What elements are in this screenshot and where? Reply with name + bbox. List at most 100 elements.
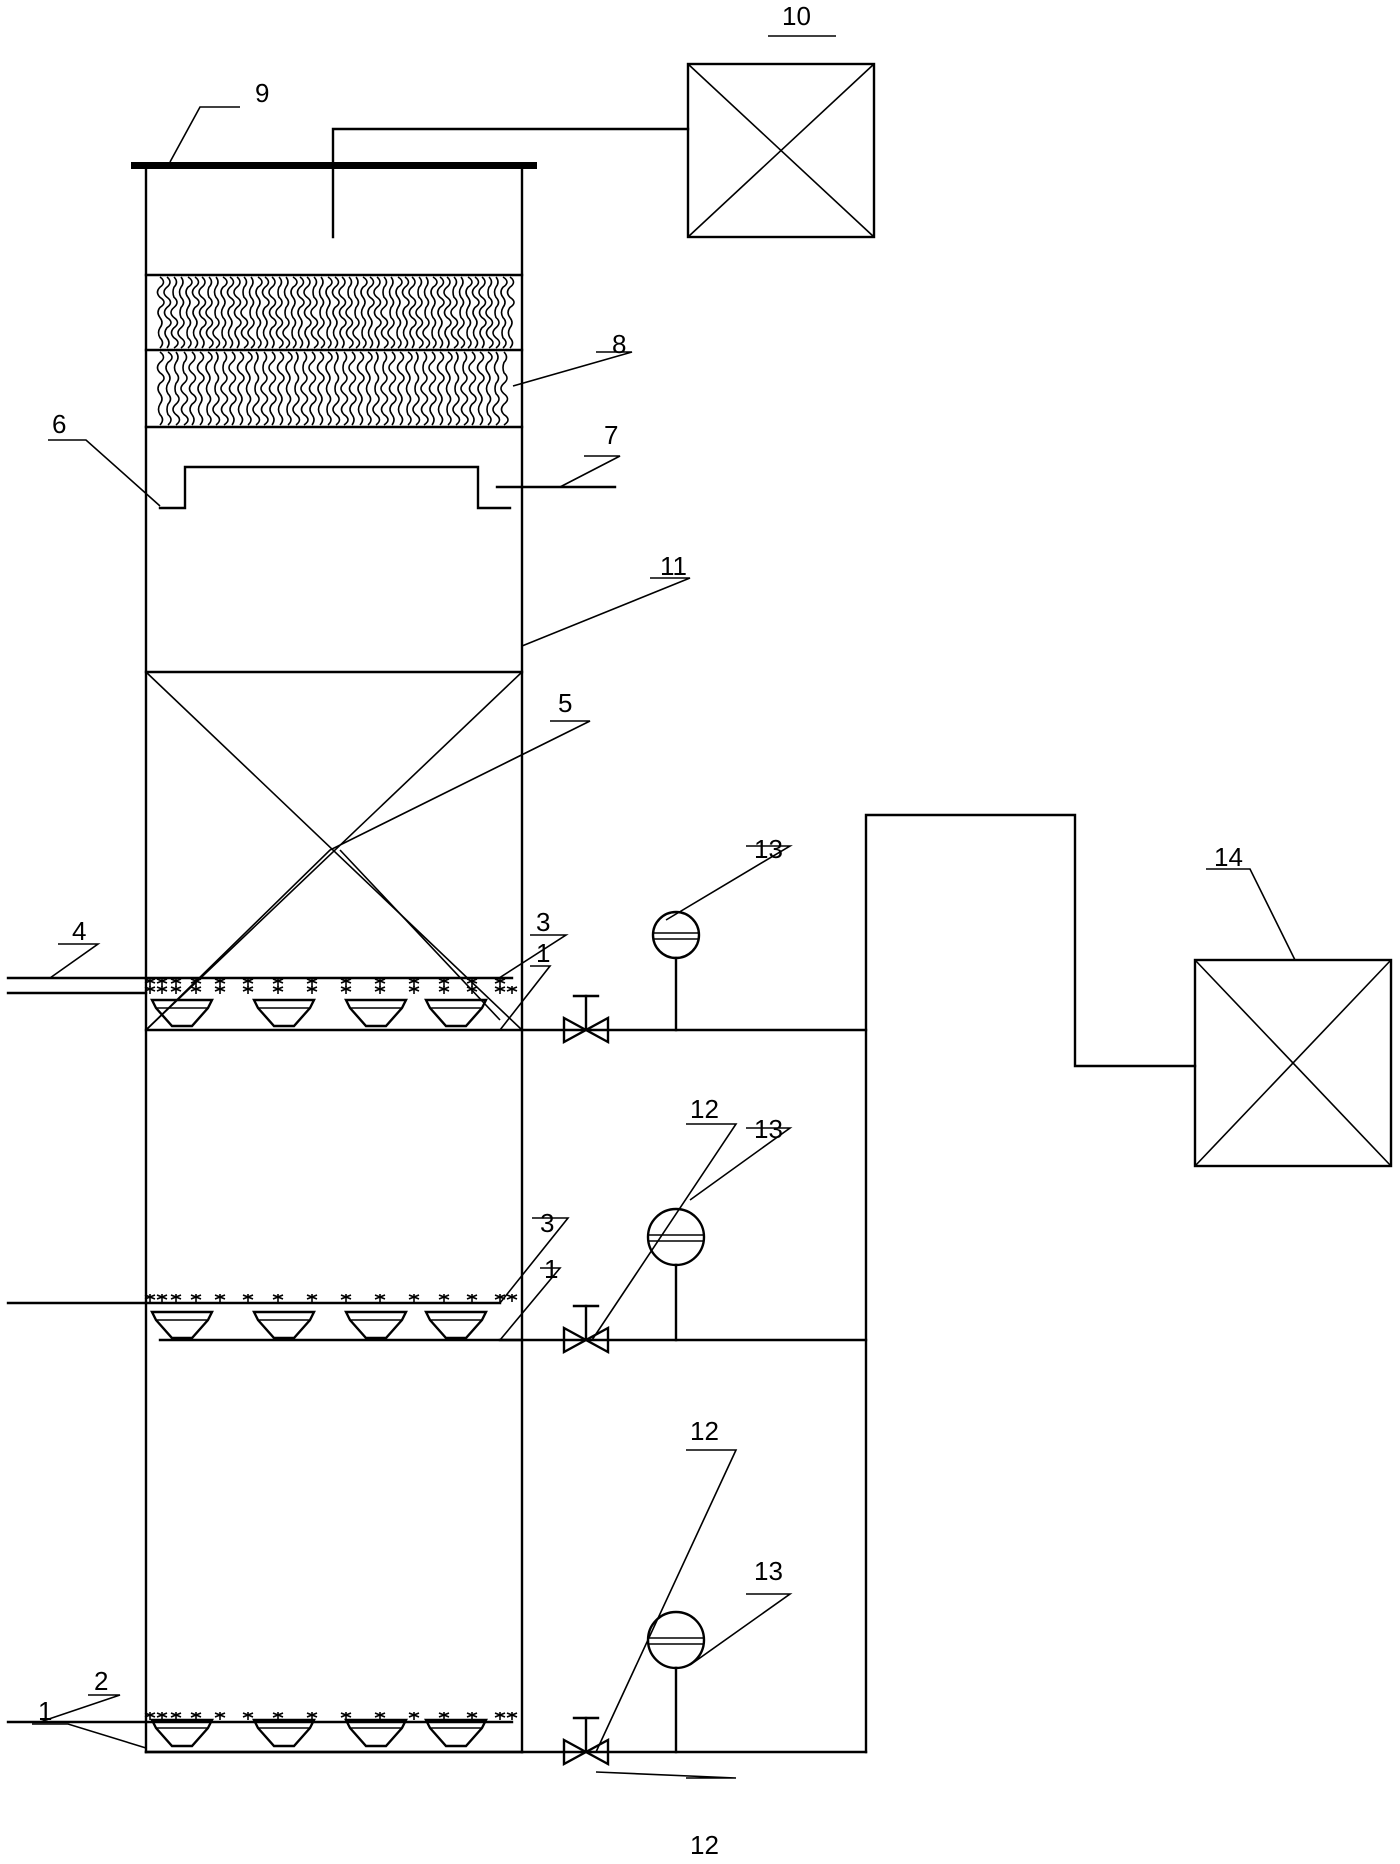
demister-wave [220,351,229,426]
packing-bed [144,670,524,1031]
demister-wave [188,351,197,426]
demister-wave [506,276,515,349]
demister-wave [443,276,452,349]
label-12-bot: 12 [690,1830,719,1860]
demister-wave [388,351,397,426]
demister-wave [460,351,469,426]
spray-nozzle-jet [438,1294,450,1300]
demister-wave [345,276,354,349]
spray-nozzle-jet [242,1294,254,1300]
label-4: 4 [72,916,86,946]
valve [562,1325,610,1355]
unit-14-box [1193,958,1393,1168]
demister-wave [317,276,326,349]
spray-nozzle-jet [144,1712,156,1718]
label-1-bot: 1 [38,1696,52,1726]
demister-wave [177,276,186,349]
spray-nozzle-jet [190,1712,202,1718]
spray-nozzle-jet [408,1294,420,1300]
demister-wave [380,276,389,349]
demister-wave [245,351,253,426]
demister-wave [212,276,221,349]
spray-nozzle-jet [156,1294,168,1300]
label-1-mid: 1 [544,1254,558,1284]
label-9: 9 [255,78,269,108]
labels: 9 10 8 6 7 11 5 13 14 4 3 1 12 13 3 1 12… [38,1,1243,1860]
spray-nozzle-jet [242,986,254,992]
label-1-top: 1 [536,938,550,968]
collector-tray [158,465,512,510]
demister-wave [408,276,417,349]
demister-wave [395,276,403,349]
bubble-cap [424,998,488,1028]
spray-nozzle-jet [466,986,478,992]
demister-wave [366,276,375,349]
bubble-cap [344,1310,408,1340]
demister-wave [156,351,165,426]
demister-wave [316,351,325,426]
bubble-cap [344,998,408,1028]
label-14: 14 [1214,842,1243,872]
label-7: 7 [604,420,618,450]
demister-wave [452,351,461,426]
label-3-top: 3 [536,907,550,937]
spray-nozzle-jet [494,978,506,984]
demister-wave [422,276,431,349]
demister-wave [380,351,389,426]
demister-wave [276,351,285,426]
label-12-top: 12 [690,1094,719,1124]
spray-nozzle-jet [494,986,506,992]
bubble-cap [150,1718,214,1748]
demister-wave [185,276,193,349]
spray-nozzle-jet [340,978,352,984]
label-3-mid: 3 [540,1208,554,1238]
demister-wave [468,351,477,426]
spray-nozzle-jet [506,1712,518,1718]
demister-wave [348,351,357,426]
pressure-gauges [646,910,706,1754]
valve [562,1015,610,1045]
demister-wave [485,351,493,426]
demister-wave [485,276,494,349]
demister-wave [260,351,269,426]
demister-wave [163,276,172,349]
leader-lines [32,35,1296,1779]
demister-wave [233,276,242,349]
demister-wave [247,276,256,349]
demister-wave [228,351,237,426]
valve [562,1737,610,1767]
spray-nozzle-jet [306,1294,318,1300]
spray-nozzle-jet [506,986,518,992]
spray-nozzle-jet [170,978,182,984]
spray-nozzle-jet [242,978,254,984]
demister-wave [275,276,284,349]
demister-wave [285,351,293,426]
demister-wave [387,276,396,349]
spray-nozzle-jet [408,986,420,992]
exhaust-pipe [331,127,690,239]
spray-nozzle-jet [374,1712,386,1718]
label-13-mid: 13 [754,1114,783,1144]
spray-nozzle-jet [272,1712,284,1718]
spray-nozzle-jet [466,1712,478,1718]
spray-nozzle-jet [156,986,168,992]
spray-nozzle-jet [170,1294,182,1300]
demister-wave [405,351,413,426]
demister-wave [356,351,365,426]
label-10: 10 [782,1,811,31]
spray-nozzle-jet [438,978,450,984]
demister-wave [261,276,270,349]
demister-wave [338,276,347,349]
demister-wave [420,351,429,426]
spray-nozzle-jet [214,1294,226,1300]
demister-wave [401,276,410,349]
demister-wave [292,351,301,426]
spray-nozzle-jet [214,1712,226,1718]
spray-nozzle-jet [438,986,450,992]
spray-nozzle-jet [170,1712,182,1718]
demister-wave [476,351,485,426]
demister-wave [500,351,509,426]
demister-wave [365,351,373,426]
spray-nozzle-jet [272,986,284,992]
